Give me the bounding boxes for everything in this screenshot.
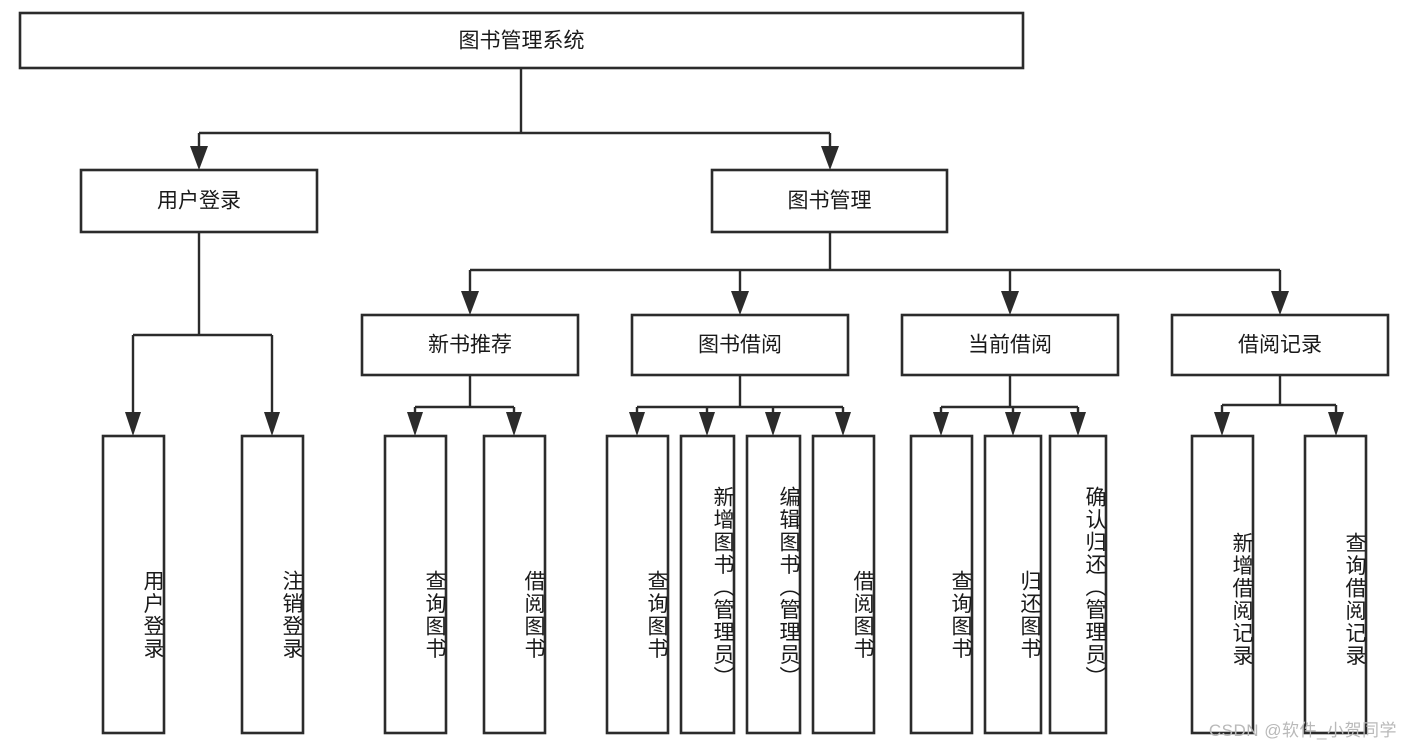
leaf-box-confirm-return[interactable] [1048, 434, 1108, 735]
connector-group-new-book-recommend [407, 375, 522, 436]
leaf-box-borrow-book-1[interactable] [482, 434, 547, 735]
leaf-box-query-book-2[interactable] [605, 434, 670, 735]
connector-group-root [190, 68, 839, 170]
arrow-head-to-user-login [190, 146, 208, 170]
connector-group-user-login [125, 232, 280, 436]
leaf-boxes [101, 434, 1368, 735]
watermark-text: CSDN @软件_小贺同学 [1208, 721, 1397, 740]
arrow-head-to-new-book-recommend [461, 291, 479, 315]
arrow-head-leaf-user-login [125, 412, 141, 436]
node-user-login-label: 用户登录 [157, 190, 241, 213]
arrow-head-leaf-query-borrow-record [1328, 412, 1344, 436]
leaf-box-user-login[interactable] [101, 434, 166, 735]
arrow-head-leaf-logout [264, 412, 280, 436]
connector-group-book-borrow [629, 375, 851, 436]
node-current-borrow[interactable]: 当前借阅 [900, 313, 1120, 377]
node-borrow-record[interactable]: 借阅记录 [1170, 313, 1390, 377]
arrow-head-leaf-add-borrow-record [1214, 412, 1230, 436]
node-book-manage-box[interactable] [710, 168, 949, 234]
connector-group-current-borrow [933, 375, 1086, 436]
leaf-box-borrow-book-2[interactable] [811, 434, 876, 735]
arrow-head-to-book-borrow [731, 291, 749, 315]
arrow-head-leaf-query-book-2 [629, 412, 645, 436]
node-user-login-box[interactable] [79, 168, 319, 234]
leaf-box-query-borrow-record[interactable] [1303, 434, 1368, 735]
arrow-head-leaf-borrow-book-1 [506, 412, 522, 436]
leaf-box-query-book-3[interactable] [909, 434, 974, 735]
node-new-book-recommend-box[interactable] [360, 313, 580, 377]
arrow-head-to-current-borrow [1001, 291, 1019, 315]
node-book-manage-label: 图书管理 [788, 190, 872, 213]
arrow-head-to-book-manage [821, 146, 839, 170]
node-root-box[interactable] [18, 11, 1025, 70]
node-new-book-recommend[interactable]: 新书推荐 [360, 313, 580, 377]
node-user-login[interactable]: 用户登录 [79, 168, 319, 234]
arrow-head-to-borrow-record [1271, 291, 1289, 315]
arrow-head-leaf-query-book-1 [407, 412, 423, 436]
node-root[interactable]: 图书管理系统 [18, 11, 1025, 70]
node-borrow-record-box[interactable] [1170, 313, 1390, 377]
node-new-book-recommend-label: 新书推荐 [428, 334, 512, 357]
leaf-box-add-borrow-record[interactable] [1190, 434, 1255, 735]
leaf-box-query-book-1[interactable] [383, 434, 448, 735]
leaf-box-edit-book[interactable] [745, 434, 802, 735]
node-root-label: 图书管理系统 [459, 30, 585, 53]
arrow-head-leaf-edit-book [765, 412, 781, 436]
node-current-borrow-label: 当前借阅 [968, 334, 1052, 357]
arrow-head-leaf-return-book [1005, 412, 1021, 436]
arrow-head-leaf-add-book [699, 412, 715, 436]
node-book-borrow[interactable]: 图书借阅 [630, 313, 850, 377]
node-book-manage[interactable]: 图书管理 [710, 168, 949, 234]
node-book-borrow-box[interactable] [630, 313, 850, 377]
arrow-head-leaf-borrow-book-2 [835, 412, 851, 436]
node-book-borrow-label: 图书借阅 [698, 334, 782, 357]
connector-group-borrow-record [1214, 375, 1344, 436]
leaf-box-logout[interactable] [240, 434, 305, 735]
leaf-box-return-book[interactable] [983, 434, 1043, 735]
node-current-borrow-box[interactable] [900, 313, 1120, 377]
leaf-box-add-book[interactable] [679, 434, 736, 735]
node-borrow-record-label: 借阅记录 [1238, 334, 1322, 357]
arrow-head-leaf-query-book-3 [933, 412, 949, 436]
arrow-head-leaf-confirm-return [1070, 412, 1086, 436]
connector-group-book-manage [461, 232, 1289, 315]
